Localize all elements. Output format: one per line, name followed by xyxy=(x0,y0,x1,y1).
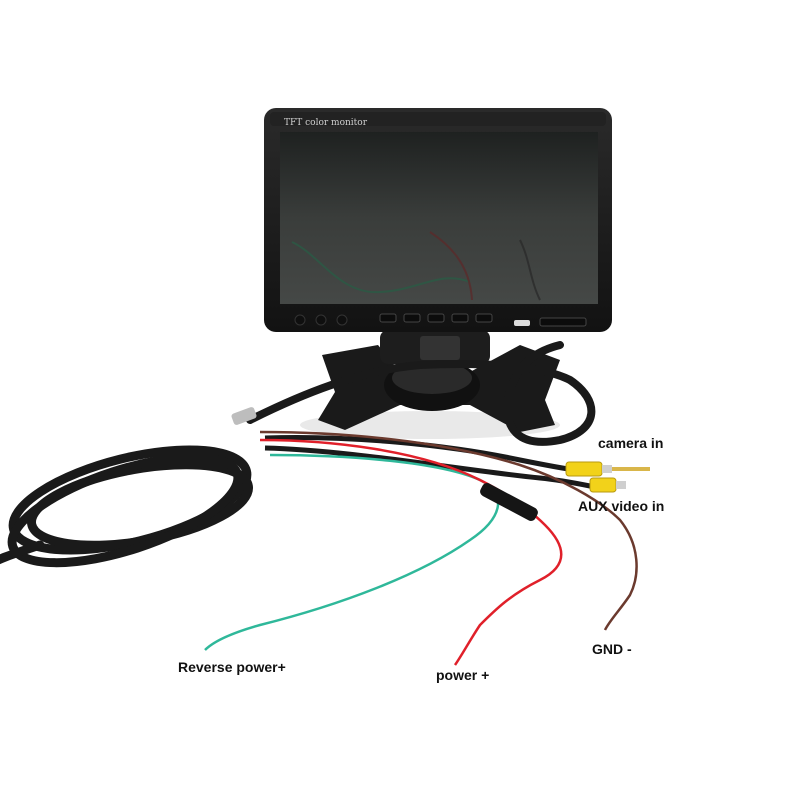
control-button-5 xyxy=(475,313,493,323)
coiled-cable xyxy=(0,445,254,568)
label-gnd: GND - xyxy=(592,641,632,657)
label-power: power + xyxy=(436,667,490,683)
gnd-wire xyxy=(259,430,638,631)
control-button-3 xyxy=(427,313,445,323)
control-button-4 xyxy=(451,313,469,323)
cable-connector xyxy=(231,407,257,425)
control-button-2 xyxy=(403,313,421,323)
power-wire xyxy=(259,438,563,666)
label-reverse-power: Reverse power+ xyxy=(178,659,286,675)
bezel-button-3 xyxy=(336,314,348,326)
label-camera-in: camera in xyxy=(598,435,664,451)
bezel-button-1 xyxy=(294,314,306,326)
label-aux-video-in: AUX video in xyxy=(578,498,665,514)
reverse-power-wire xyxy=(204,453,500,651)
rca-aux-video-in xyxy=(589,477,626,493)
power-button xyxy=(514,320,530,326)
ir-window xyxy=(539,317,587,327)
main-cable xyxy=(246,341,596,446)
control-button-1 xyxy=(379,313,397,323)
rca-camera-in xyxy=(565,461,650,477)
bezel-label: TFT color monitor xyxy=(284,118,368,128)
fuse-holder xyxy=(480,483,538,521)
bezel-button-2 xyxy=(315,314,327,326)
monitor-screen xyxy=(280,132,598,304)
